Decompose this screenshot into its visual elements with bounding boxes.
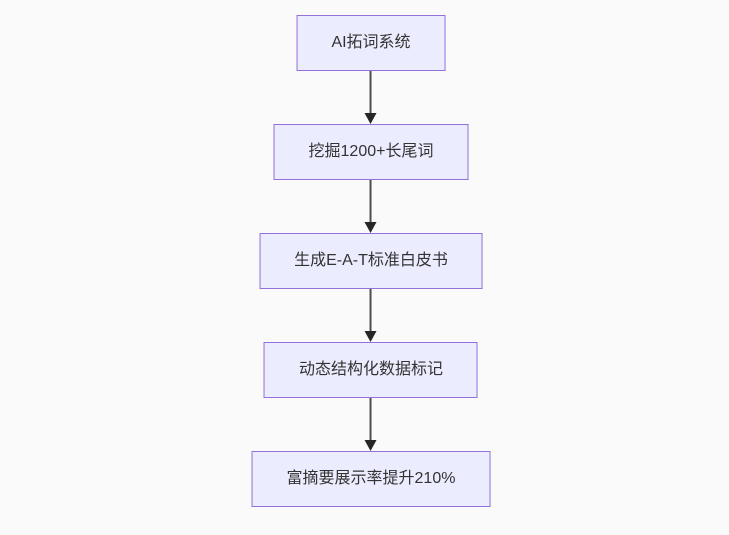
flowchart: AI拓词系统 挖掘1200+长尾词 生成E-A-T标准白皮书 动态结构化数据标记… (251, 15, 491, 507)
flow-node-ai-system: AI拓词系统 (296, 15, 446, 71)
flow-node-label: AI拓词系统 (331, 34, 411, 51)
arrow-line (370, 71, 372, 114)
flow-arrow-4 (365, 398, 377, 451)
arrow-down-icon (365, 440, 377, 451)
flow-node-longtail-keywords: 挖掘1200+长尾词 (273, 124, 469, 180)
flow-arrow-1 (365, 71, 377, 124)
flow-node-label: 富摘要展示率提升210% (286, 470, 456, 487)
arrow-down-icon (365, 331, 377, 342)
flow-node-label: 生成E-A-T标准白皮书 (294, 252, 448, 269)
arrow-down-icon (365, 222, 377, 233)
flow-node-structured-data: 动态结构化数据标记 (263, 342, 478, 398)
arrow-line (370, 180, 372, 223)
flow-node-label: 挖掘1200+长尾词 (308, 143, 434, 160)
flow-arrow-2 (365, 180, 377, 233)
flow-node-rich-snippet-rate: 富摘要展示率提升210% (251, 451, 491, 507)
flow-node-eat-whitepaper: 生成E-A-T标准白皮书 (259, 233, 483, 289)
flow-arrow-3 (365, 289, 377, 342)
arrow-line (370, 398, 372, 441)
arrow-line (370, 289, 372, 332)
arrow-down-icon (365, 113, 377, 124)
flow-node-label: 动态结构化数据标记 (298, 361, 443, 378)
